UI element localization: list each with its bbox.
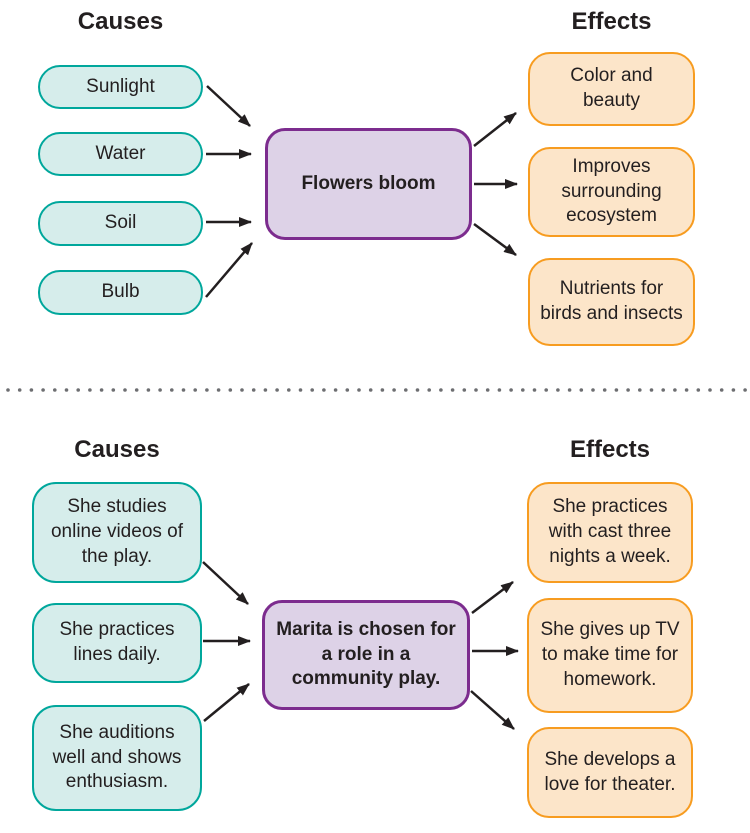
cause-box-sunlight: Sunlight	[38, 65, 203, 109]
cause-box-bulb: Bulb	[38, 270, 203, 315]
cause-box-auditions: She auditions well and shows enthusiasm.	[32, 705, 202, 811]
effect-box-theater: She develops a love for theater.	[527, 727, 693, 818]
effect-box-ecosystem: Improves surrounding ecosystem	[528, 147, 695, 237]
causes-heading: Causes	[74, 436, 160, 463]
effect-box-color: Color and beauty	[528, 52, 695, 126]
cause-box-studies: She studies online videos of the play.	[32, 482, 202, 583]
effect-box-nutrients: Nutrients for birds and insects	[528, 258, 695, 346]
center-event-box: Marita is chosen for a role in a communi…	[262, 600, 470, 710]
center-event-box: Flowers bloom	[265, 128, 472, 240]
effects-heading: Effects	[571, 8, 652, 35]
causes-heading: Causes	[77, 8, 164, 35]
effects-heading: Effects	[569, 436, 651, 463]
marita-diagram: Causes Effects She studies online videos…	[0, 390, 750, 833]
effect-box-homework: She gives up TV to make time for homewor…	[527, 598, 693, 713]
cause-box-soil: Soil	[38, 201, 203, 246]
flowers-diagram: Causes Effects Sunlight Water Soil Bulb …	[0, 0, 750, 390]
cause-box-practices: She practices lines daily.	[32, 603, 202, 683]
cause-box-water: Water	[38, 132, 203, 176]
effect-box-cast: She practices with cast three nights a w…	[527, 482, 693, 583]
